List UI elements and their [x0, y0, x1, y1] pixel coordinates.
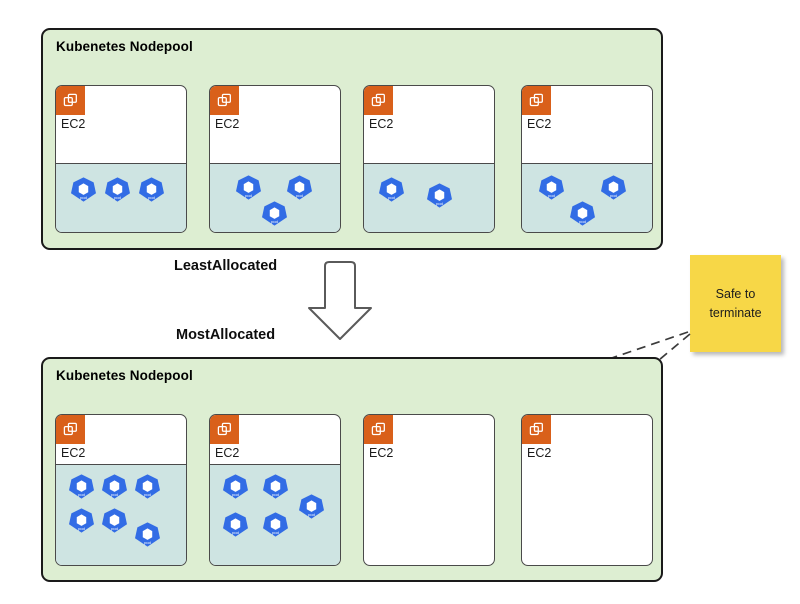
ec2-icon	[364, 86, 393, 115]
svg-text:pod: pod	[232, 492, 239, 497]
svg-text:pod: pod	[308, 512, 315, 517]
pod-icon: pod	[378, 176, 405, 203]
pod-icon: pod	[286, 174, 313, 201]
bottom-nodepool-container: Kubenetes Nodepool EC2 pod	[41, 357, 663, 582]
bottom-node-1-label: EC2	[61, 446, 86, 460]
pod-icon: pod	[298, 493, 325, 520]
pod-icon: pod	[222, 473, 249, 500]
pod-icon: pod	[68, 507, 95, 534]
pod-icon: pod	[222, 511, 249, 538]
top-node-2-pod-area: pod pod pod	[210, 163, 340, 232]
pod-icon: pod	[426, 182, 453, 209]
pod-icon: pod	[235, 174, 262, 201]
svg-text:pod: pod	[80, 195, 87, 200]
svg-text:pod: pod	[579, 219, 586, 224]
least-allocated-label: LeastAllocated	[174, 258, 278, 274]
bottom-node-2[interactable]: EC2 pod pod	[209, 414, 341, 566]
top-node-4-label: EC2	[527, 117, 552, 131]
bottom-node-3-label: EC2	[369, 446, 394, 460]
top-nodepool-container: Kubenetes Nodepool EC2 pod	[41, 28, 663, 250]
svg-text:pod: pod	[78, 526, 85, 531]
svg-text:pod: pod	[111, 526, 118, 531]
top-node-3-label: EC2	[369, 117, 394, 131]
svg-text:pod: pod	[144, 492, 151, 497]
pod-icon: pod	[600, 174, 627, 201]
top-node-1-label: EC2	[61, 117, 86, 131]
pod-icon: pod	[68, 473, 95, 500]
pod-icon: pod	[134, 521, 161, 548]
bottom-node-1-pod-area: pod pod pod	[56, 464, 186, 565]
svg-text:pod: pod	[272, 530, 279, 535]
svg-text:pod: pod	[111, 492, 118, 497]
ec2-icon	[364, 415, 393, 444]
svg-text:pod: pod	[245, 193, 252, 198]
ec2-icon	[522, 415, 551, 444]
svg-text:pod: pod	[436, 201, 443, 206]
pod-icon: pod	[538, 174, 565, 201]
svg-text:pod: pod	[296, 193, 303, 198]
svg-text:pod: pod	[388, 195, 395, 200]
svg-text:pod: pod	[610, 193, 617, 198]
pod-icon: pod	[261, 200, 288, 227]
svg-text:pod: pod	[271, 219, 278, 224]
pod-icon: pod	[262, 473, 289, 500]
svg-text:pod: pod	[148, 195, 155, 200]
ec2-icon	[210, 415, 239, 444]
pod-icon: pod	[134, 473, 161, 500]
bottom-node-3[interactable]: EC2	[363, 414, 495, 566]
bottom-node-4[interactable]: EC2	[521, 414, 653, 566]
top-node-1[interactable]: EC2 pod pod	[55, 85, 187, 233]
bottom-node-2-pod-area: pod pod pod	[210, 464, 340, 565]
top-node-4-pod-area: pod pod pod	[522, 163, 652, 232]
top-node-4[interactable]: EC2 pod pod	[521, 85, 653, 233]
bottom-nodepool-title: Kubenetes Nodepool	[56, 368, 193, 383]
svg-text:pod: pod	[114, 195, 121, 200]
svg-text:pod: pod	[78, 492, 85, 497]
safe-to-terminate-text: Safe to terminate	[709, 287, 762, 320]
pod-icon: pod	[70, 176, 97, 203]
top-node-1-pod-area: pod pod pod	[56, 163, 186, 232]
arrow-down-icon	[303, 260, 377, 342]
top-node-3[interactable]: EC2 pod pod	[363, 85, 495, 233]
svg-text:pod: pod	[144, 540, 151, 545]
svg-text:pod: pod	[548, 193, 555, 198]
pod-icon: pod	[104, 176, 131, 203]
ec2-icon	[56, 415, 85, 444]
bottom-node-4-label: EC2	[527, 446, 552, 460]
safe-to-terminate-note: Safe to terminate	[690, 255, 781, 352]
ec2-icon	[522, 86, 551, 115]
pod-icon: pod	[138, 176, 165, 203]
svg-text:pod: pod	[272, 492, 279, 497]
bottom-node-2-label: EC2	[215, 446, 240, 460]
pod-icon: pod	[262, 511, 289, 538]
ec2-icon	[56, 86, 85, 115]
pod-icon: pod	[569, 200, 596, 227]
top-nodepool-title: Kubenetes Nodepool	[56, 39, 193, 54]
bottom-node-1[interactable]: EC2 pod pod	[55, 414, 187, 566]
top-node-2[interactable]: EC2 pod pod	[209, 85, 341, 233]
pod-icon: pod	[101, 507, 128, 534]
top-node-3-pod-area: pod pod	[364, 163, 494, 232]
svg-text:pod: pod	[232, 530, 239, 535]
most-allocated-label: MostAllocated	[176, 327, 276, 343]
top-node-2-label: EC2	[215, 117, 240, 131]
ec2-icon	[210, 86, 239, 115]
pod-icon: pod	[101, 473, 128, 500]
